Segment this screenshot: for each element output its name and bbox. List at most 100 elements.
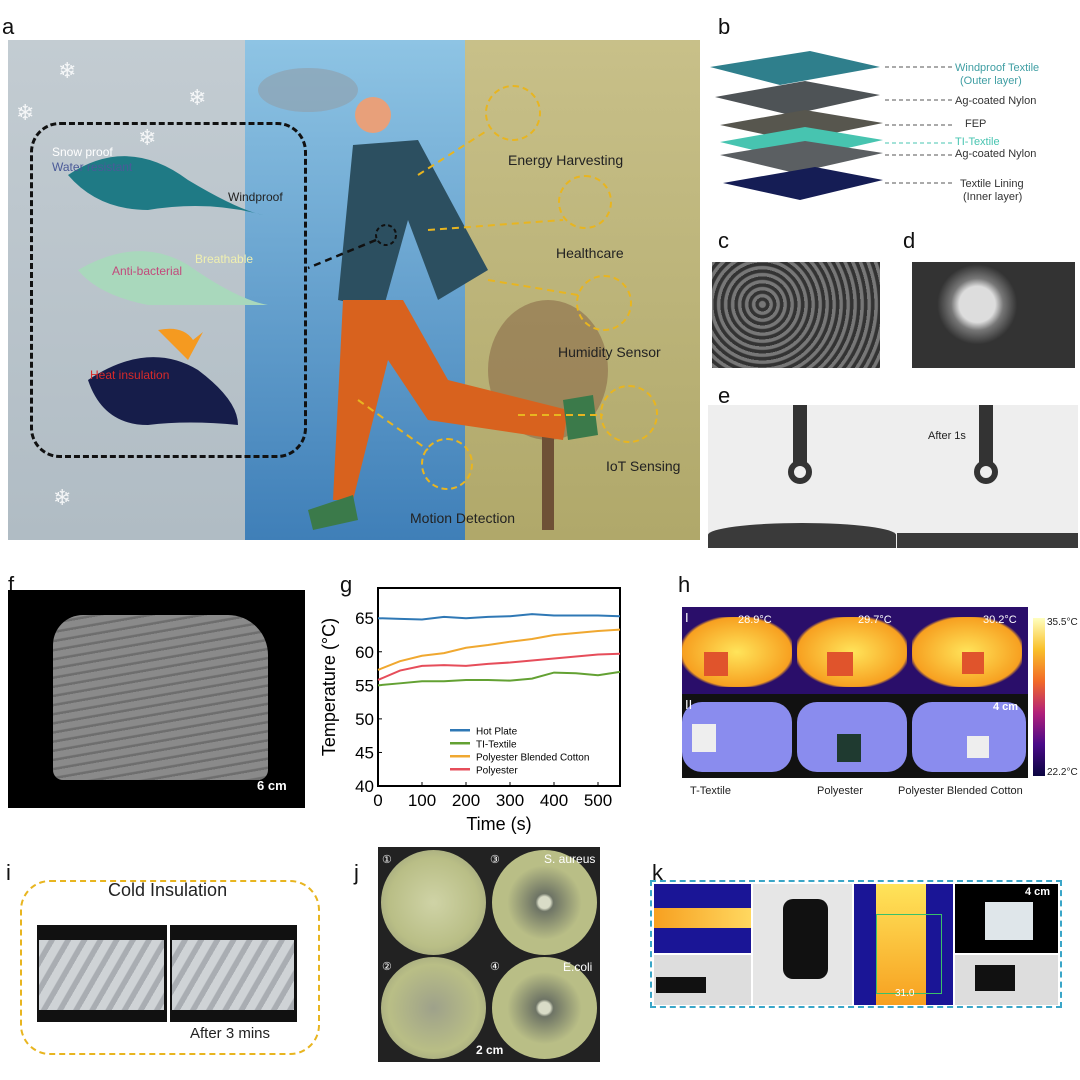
layer-label-ti-textile: TI-Textile — [955, 136, 1000, 148]
energy-harvesting-label: Energy Harvesting — [508, 152, 624, 168]
temp-reading-1: 28.9°C — [738, 614, 772, 626]
runner-figure: ❄ ❄ ❄ ❄ ❄ — [16, 58, 608, 530]
plot-frame — [377, 587, 621, 787]
y-tick-label: 45 — [355, 743, 374, 762]
motion-runner-icon — [421, 438, 473, 490]
panel-label-d: d — [903, 228, 916, 253]
humidity-sensor-label: Humidity Sensor — [558, 344, 661, 360]
panel-label-b: b — [718, 14, 731, 39]
panel-label-e: e — [718, 383, 731, 408]
dish-label-4: ④ — [490, 961, 500, 973]
caption-blended-cotton: Polyester Blended Cotton — [898, 785, 1023, 797]
gloved-hand-photos — [682, 694, 1028, 778]
legend-label: TI-Textile — [476, 739, 517, 750]
panel-label-g: g — [340, 572, 353, 597]
panel-label-h: h — [678, 572, 691, 597]
sem-image-d — [912, 262, 1075, 368]
arm-thermal-image — [654, 884, 751, 953]
dish-label-2: ② — [382, 961, 392, 973]
series-line-polyester — [377, 652, 621, 681]
cold-box-photo-before — [37, 925, 167, 1022]
after-1s-label: After 1s — [928, 430, 966, 442]
x-tick-label: 100 — [408, 791, 436, 810]
layer-label-ag-nylon-2: Ag-coated Nylon — [955, 148, 1037, 160]
y-tick-label: 60 — [355, 643, 374, 662]
panel-label-c: c — [718, 228, 729, 253]
knee-thermal-image — [854, 884, 953, 1005]
layer-label-ag-nylon-1: Ag-coated Nylon — [955, 95, 1037, 107]
textile-roll-photo — [8, 590, 305, 808]
x-tick-label: 0 — [373, 791, 382, 810]
elbow-sleeve-photo — [955, 955, 1058, 1005]
layer-label-fep: FEP — [965, 118, 987, 130]
temp-reading-2: 29.7°C — [858, 614, 892, 626]
cold-insulation-box — [20, 880, 320, 1055]
svg-text:❄: ❄ — [58, 58, 76, 83]
scale-bar-f: 6 cm — [257, 778, 287, 793]
series-line-ti-textile — [377, 670, 621, 687]
wearable-demo-box — [650, 880, 1062, 1008]
knee-sleeve-photo — [753, 884, 852, 1005]
caption-t-textile: T-Textile — [690, 785, 731, 797]
layer-stack-diagram — [710, 51, 952, 200]
layer-label-windproof: Windproof Textile — [955, 62, 1040, 74]
e-coli-label: E.coli — [563, 960, 593, 974]
features-dashed-box — [30, 122, 307, 458]
iot-globe-icon — [600, 385, 658, 443]
panel-label-i: i — [6, 860, 11, 885]
y-tick-label: 40 — [355, 777, 374, 796]
anti-bacterial-label: Anti-bacterial — [112, 264, 183, 278]
x-tick-label: 400 — [540, 791, 568, 810]
colorbar — [1033, 618, 1045, 776]
caption-polyester: Polyester — [817, 785, 863, 797]
dish-label-1: ① — [382, 854, 392, 866]
humidity-sensor-icon — [576, 275, 632, 331]
petri-dish-photos — [378, 847, 600, 1062]
layer-label-lining: Textile Lining — [960, 178, 1024, 190]
scale-bar-h: 4 cm — [993, 701, 1019, 713]
s-aureus-label: S. aureus — [544, 852, 596, 866]
after-3-mins-label: After 3 mins — [190, 1025, 271, 1042]
iot-sensing-label: IoT Sensing — [606, 458, 681, 474]
panel-label-k: k — [652, 860, 663, 885]
series-line-polyester-blended-cotton — [377, 628, 621, 671]
temp-reading-3: 30.2°C — [983, 614, 1017, 626]
y-tick-label: 50 — [355, 710, 374, 729]
series-line-hot-plate — [377, 613, 621, 621]
cold-box-photo-after — [170, 925, 297, 1022]
legend-label: Hot Plate — [476, 726, 518, 737]
legend-label: Polyester — [476, 765, 518, 776]
heat-insulation-label: Heat insulation — [90, 368, 170, 382]
contact-angle-image — [708, 405, 1078, 548]
windproof-label: Windproof — [228, 190, 283, 204]
scale-bar-j: 2 cm — [476, 1043, 504, 1057]
svg-text:❄: ❄ — [188, 85, 206, 110]
snow-proof-label: Snow proof — [52, 145, 113, 159]
sem-image-c — [712, 262, 880, 368]
svg-text:❄: ❄ — [16, 100, 34, 125]
breathable-label: Breathable — [195, 252, 254, 266]
thermal-images — [682, 607, 1028, 694]
y-axis-label: Temperature (°C) — [319, 618, 339, 756]
healthcare-label: Healthcare — [556, 245, 624, 261]
water-resistant-label: Water resistant — [52, 160, 133, 174]
panel-label-a: a — [2, 14, 15, 39]
scale-bar-k: 4 cm — [1025, 886, 1051, 898]
colorbar-max: 35.5°C — [1047, 617, 1078, 628]
x-tick-label: 500 — [584, 791, 612, 810]
energy-harvesting-icon — [485, 85, 541, 141]
y-tick-label: 65 — [355, 609, 374, 628]
y-tick-label: 55 — [355, 676, 374, 695]
layer-sublabel-inner: (Inner layer) — [963, 191, 1023, 203]
x-tick-label: 300 — [496, 791, 524, 810]
arm-sleeve-photo — [654, 955, 751, 1005]
panel-label-f: f — [8, 572, 15, 597]
svg-text:❄: ❄ — [53, 485, 71, 510]
textile-sample-photo — [955, 884, 1058, 953]
x-tick-label: 200 — [452, 791, 480, 810]
panel-label-j: j — [354, 860, 359, 885]
colorbar-min: 22.2°C — [1047, 767, 1078, 778]
dish-label-3: ③ — [490, 854, 500, 866]
svg-text:❄: ❄ — [138, 125, 156, 150]
legend-label: Polyester Blended Cotton — [476, 752, 589, 763]
